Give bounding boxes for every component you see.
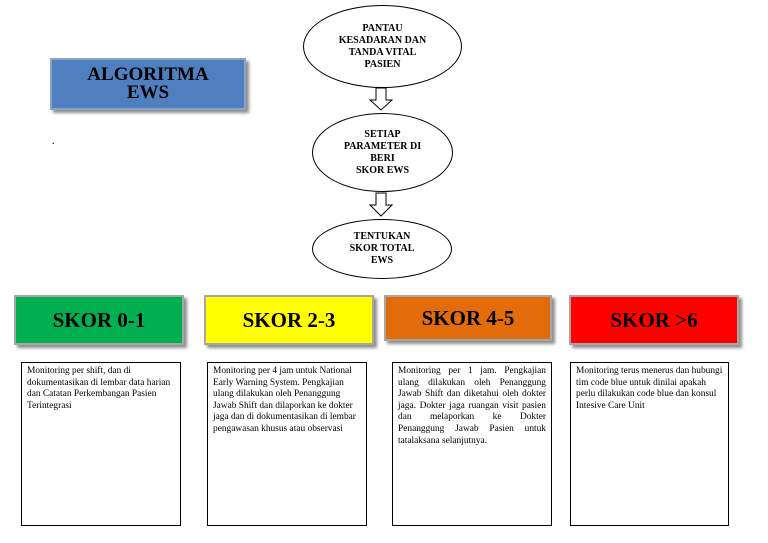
stray-dot: . <box>52 136 55 147</box>
score-header-6-plus: SKOR >6 <box>569 295 739 345</box>
step-total-score: TENTUKAN SKOR TOTAL EWS <box>312 219 452 279</box>
step-score-parameters: SETIAP PARAMETER DI BERI SKOR EWS <box>312 113 453 192</box>
diagram-title: ALGORITMA EWS <box>50 58 246 110</box>
step-monitor-vitals: PANTAU KESADARAN DAN TANDA VITAL PASIEN <box>303 5 462 88</box>
score-description-2-3: Monitoring per 4 jam untuk National Earl… <box>207 362 367 526</box>
score-description-0-1: Monitoring per shift, dan di dokumentasi… <box>21 362 181 526</box>
down-arrow-2 <box>368 192 394 217</box>
score-description-6-plus: Monitoring terus menerus dan hubungi tim… <box>570 362 729 526</box>
score-header-2-3: SKOR 2-3 <box>204 295 374 345</box>
score-description-4-5: Monitoring per 1 jam. Pengkajian ulang d… <box>392 362 552 526</box>
down-arrow-1 <box>368 87 394 111</box>
score-header-4-5: SKOR 4-5 <box>384 295 552 341</box>
score-header-0-1: SKOR 0-1 <box>14 295 184 345</box>
